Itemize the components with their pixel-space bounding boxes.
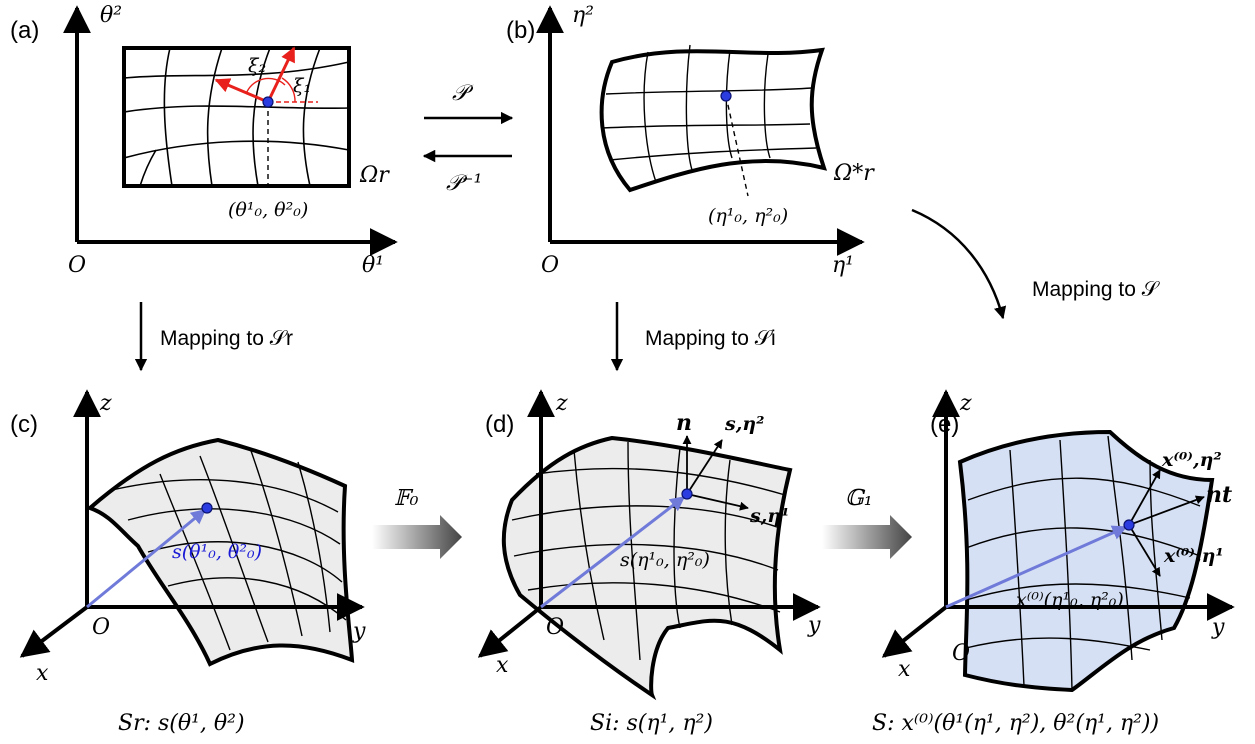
- xi2-label: ξ₂: [248, 55, 266, 77]
- eta0-point-label: (η¹₀, η²₀): [708, 205, 788, 227]
- theta0-point-label: (θ¹₀, θ²₀): [228, 199, 308, 221]
- p-label: 𝒫: [452, 81, 474, 106]
- panel-d-label: (d): [485, 411, 514, 438]
- surface-point: [201, 502, 213, 514]
- si-caption: Si: s(η¹, η²): [590, 711, 713, 736]
- xi1-arrow: [266, 46, 296, 103]
- map-to-s-arrow: [911, 208, 1007, 320]
- position-vector: [540, 495, 686, 609]
- tangent-eta2-label: x⁽⁰⁾,η²: [1161, 449, 1222, 471]
- position-vector: [86, 508, 207, 609]
- z-axis-label: z: [99, 391, 112, 416]
- x-axis: [881, 605, 948, 658]
- normal-label: n: [676, 410, 692, 436]
- surface-grid: [965, 435, 1201, 691]
- surface-point: [1123, 519, 1135, 531]
- tangent-eta2-label: s,η²: [724, 413, 764, 435]
- f0-label: 𝔽₀: [394, 486, 419, 511]
- normal-nt-vector: [1128, 495, 1205, 526]
- panel-b-label: (b): [506, 17, 535, 44]
- x-axis-label: x: [898, 657, 911, 682]
- s-caption: S: x⁽⁰⁾(θ¹(η¹, η²), θ²(η¹, η²)): [872, 711, 1159, 736]
- eta1-axis-label: η¹: [832, 253, 854, 278]
- tangent-eta1-label: s,η¹: [749, 505, 789, 527]
- y-axis-label: y: [352, 619, 366, 644]
- f0-transition: 𝔽₀: [372, 486, 462, 559]
- parametric-grid: [601, 44, 817, 183]
- sr-caption: Sr: s(θ¹, θ²): [118, 711, 245, 736]
- g1-label: 𝔾₁: [845, 486, 873, 511]
- theta2-axis-label: θ²: [100, 3, 122, 28]
- eta2-axis-label: η²: [572, 3, 594, 28]
- origin-label: O: [952, 641, 970, 666]
- y-axis-label: y: [807, 613, 821, 638]
- tangent-eta2-vector: [1128, 469, 1161, 526]
- curvilinear-grid: [123, 47, 350, 187]
- p-inverse-label: 𝒫⁻¹: [446, 171, 482, 196]
- reference-point: [720, 90, 732, 102]
- y-axis-label: y: [1211, 615, 1225, 640]
- panel-c: (c) z y x O s(θ¹₀, θ²₀) Sr: s(θ¹, θ²): [10, 389, 366, 736]
- position-vector-label: x⁽⁰⁾(η¹₀, η²₀): [1016, 589, 1124, 611]
- x-axis-label: x: [36, 661, 49, 686]
- origin-label: O: [92, 615, 110, 640]
- point-leader-line: [725, 95, 749, 197]
- surface-point: [681, 488, 693, 500]
- origin-label: O: [68, 253, 86, 278]
- tangent-eta1-vector: [1128, 524, 1161, 577]
- panel-e: (e) z y x O x⁽⁰⁾,η² nt x⁽⁰⁾,η¹ x⁽⁰⁾(η¹₀,…: [872, 389, 1235, 736]
- tangent-eta1-vector: [686, 493, 749, 511]
- map-to-s-label: Mapping to 𝒮: [1032, 278, 1161, 301]
- z-axis-label: z: [959, 391, 972, 416]
- map-to-si-label: Mapping to 𝒮i: [645, 327, 776, 350]
- position-vector: [945, 525, 1128, 609]
- omega-r-star-domain: [599, 47, 828, 193]
- position-vector-label: s(η¹₀, η²₀): [620, 549, 710, 571]
- reference-point: [262, 96, 274, 108]
- panel-a: (a) θ² θ¹ O ξ₁ ξ₂ Ωr (θ¹₀, θ²₀): [10, 3, 398, 278]
- surface-mapping-arrows: Mapping to 𝒮r Mapping to 𝒮i Mapping to 𝒮: [134, 208, 1161, 372]
- surface-s: [957, 429, 1215, 693]
- g1-transition: 𝔾₁: [822, 486, 912, 559]
- omega-r-star-label: Ω*r: [833, 161, 875, 186]
- theta1-axis-label: θ¹: [362, 253, 384, 278]
- omega-r-label: Ωr: [359, 163, 390, 188]
- origin-label: O: [541, 253, 559, 278]
- tangent-eta2-vector: [686, 439, 723, 495]
- map-to-sr-label: Mapping to 𝒮r: [160, 327, 293, 350]
- xi1-label: ξ₁: [293, 75, 311, 97]
- panel-d: (d) z y x O n s,η² s,η¹ s(η¹₀, η²₀) Si: …: [477, 389, 821, 736]
- z-axis-label: z: [555, 391, 568, 416]
- panel-a-label: (a): [10, 17, 39, 44]
- xi2-angle-arc: [245, 77, 286, 95]
- parameter-mapping-arrows: 𝒫 𝒫⁻¹: [422, 81, 514, 196]
- tangent-eta1-label: x⁽⁰⁾,η¹: [1163, 545, 1224, 567]
- xi1-angle-arc: [281, 77, 296, 103]
- g1-arrow: [822, 515, 912, 559]
- surface-si: [501, 435, 793, 701]
- f0-arrow: [372, 515, 462, 559]
- position-vector-label: s(θ¹₀, θ²₀): [172, 541, 262, 563]
- origin-label: O: [546, 615, 564, 640]
- x-axis: [477, 605, 543, 658]
- normal-nt-label: nt: [1206, 482, 1232, 508]
- panel-c-label: (c): [10, 411, 38, 438]
- x-axis: [19, 605, 89, 658]
- xi2-arrow: [214, 78, 269, 104]
- panel-b: (b) η² η¹ O Ω*r (η¹₀, η²₀): [506, 3, 875, 278]
- x-axis-label: x: [496, 653, 509, 678]
